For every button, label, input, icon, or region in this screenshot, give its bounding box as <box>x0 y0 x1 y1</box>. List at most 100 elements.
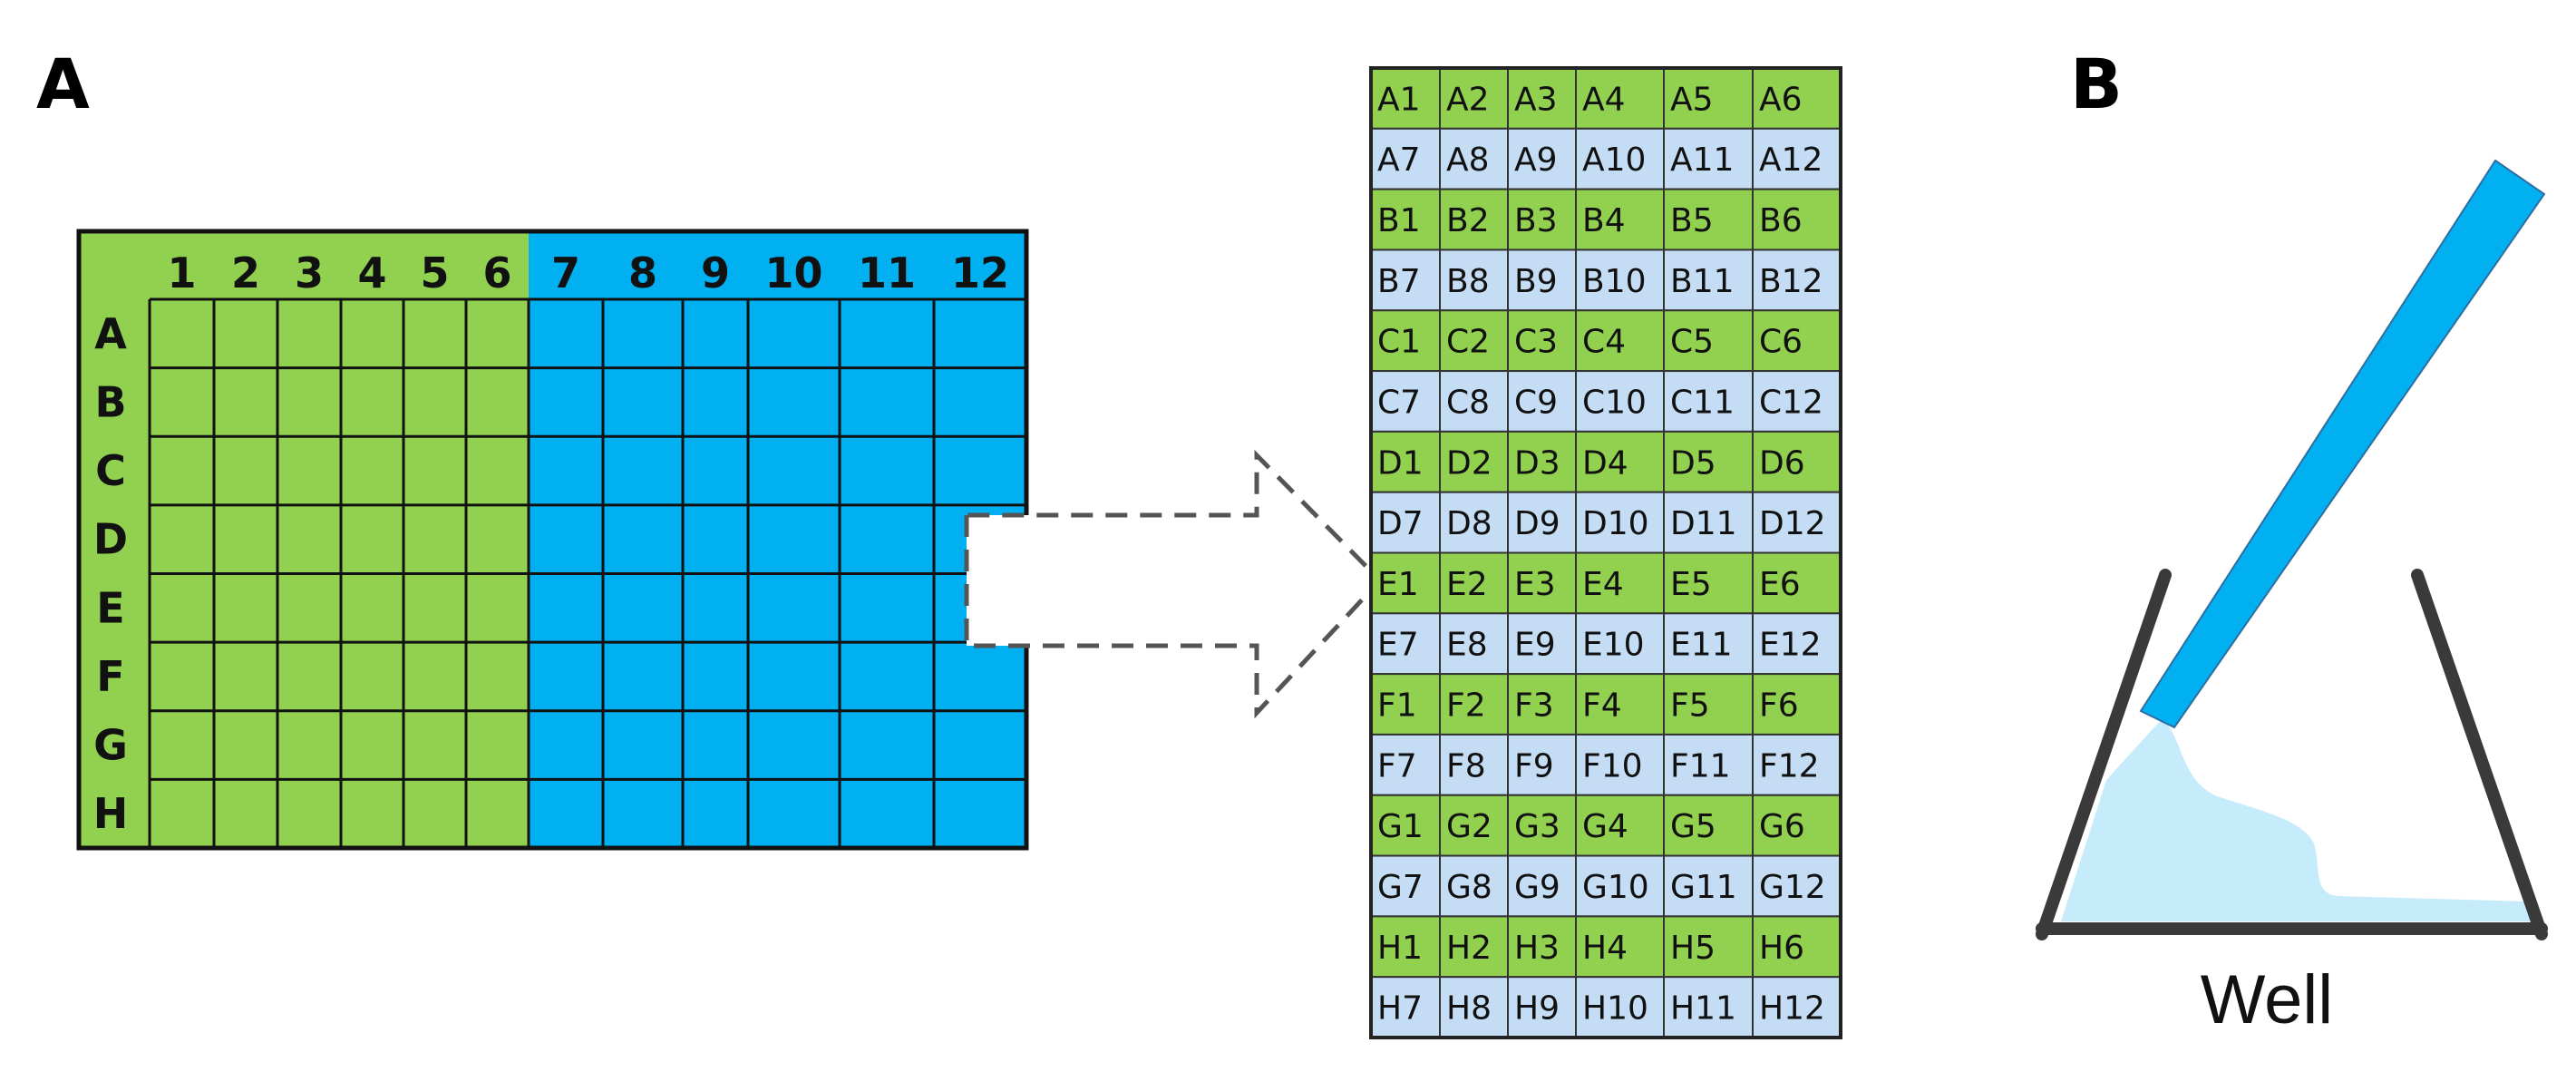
plate-column-label: 8 <box>628 249 657 297</box>
well-map-label: A3 <box>1514 81 1558 118</box>
well-map-cell <box>1575 430 1665 493</box>
plate-column-label: 4 <box>357 249 386 297</box>
plate-row-label: C <box>95 446 126 495</box>
well-map-label: H8 <box>1446 990 1492 1028</box>
plate-row-label: A <box>94 309 127 358</box>
well-map-label: E11 <box>1670 627 1733 664</box>
well-map-cell <box>1752 915 1842 979</box>
well-map-cell <box>1575 370 1665 433</box>
well-map-cell <box>1663 249 1754 312</box>
well-map-label: A2 <box>1446 81 1490 118</box>
well-map-label: B3 <box>1514 202 1558 239</box>
well-map-label: A7 <box>1377 141 1421 179</box>
well-map-label: C6 <box>1759 324 1803 361</box>
plate-row-label: F <box>96 652 124 701</box>
well-map-label: F7 <box>1377 747 1417 785</box>
well-map-cell <box>1507 854 1577 918</box>
well-map-cell <box>1752 127 1842 190</box>
well-map-label: D7 <box>1377 505 1424 542</box>
well-map-cell <box>1439 976 1509 1038</box>
plate-row-label: D <box>93 515 128 564</box>
well-map-label: G8 <box>1446 869 1492 906</box>
plate-column-label: 11 <box>858 249 916 297</box>
well-map-label: D9 <box>1514 505 1560 542</box>
well-map-label: E1 <box>1377 566 1419 603</box>
well-map-label: E12 <box>1759 627 1822 664</box>
well-map-label: H7 <box>1377 990 1423 1028</box>
well-map-label: F10 <box>1582 747 1643 785</box>
well-map-label: D8 <box>1446 505 1492 542</box>
plate-row-label: E <box>96 583 124 632</box>
well-map-label: G7 <box>1377 869 1424 906</box>
well-map-label: F4 <box>1582 687 1622 725</box>
well-map-cell <box>1575 551 1665 615</box>
well-map-label: G4 <box>1582 808 1628 845</box>
well-map-label: C7 <box>1377 384 1421 421</box>
well-map-cell <box>1752 491 1842 554</box>
well-map-cell <box>1752 854 1842 918</box>
well-map-label: B12 <box>1759 263 1823 300</box>
well-map-label: D2 <box>1446 444 1492 482</box>
well-label: Well <box>2201 961 2333 1038</box>
well-map-label: G3 <box>1514 808 1560 845</box>
well-map-cell <box>1663 127 1754 190</box>
well-map-cell <box>1370 188 1441 251</box>
well-map-cell <box>1752 794 1842 857</box>
well-map-label: E9 <box>1514 627 1556 664</box>
well-map-label: G10 <box>1582 869 1649 906</box>
well-wall-right <box>2411 569 2548 940</box>
panel-label-a: A <box>36 44 90 124</box>
plate-row-label: G <box>93 721 128 770</box>
well-map-cell <box>1370 491 1441 554</box>
plate-green-half <box>79 231 529 848</box>
well-map-label: B1 <box>1377 202 1421 239</box>
well-diagram: Well <box>2036 159 2548 1038</box>
plate-column-label: 1 <box>167 249 196 297</box>
well-map-label: A11 <box>1670 141 1734 179</box>
well-map-cell <box>1752 430 1842 493</box>
well-map-label: A8 <box>1446 141 1490 179</box>
well-map-label: C11 <box>1670 384 1735 421</box>
well-map-label: B4 <box>1582 202 1626 239</box>
well-map-label: A12 <box>1759 141 1823 179</box>
well-map-label: F12 <box>1759 747 1820 785</box>
well-map-outline <box>1369 66 1842 1039</box>
well-map-cell <box>1507 127 1577 190</box>
well-map-label: C2 <box>1446 324 1490 361</box>
well-map-label: G5 <box>1670 808 1716 845</box>
well-map-cell <box>1575 976 1665 1038</box>
panel-label-b: B <box>2070 44 2123 124</box>
well-map-cell <box>1507 309 1577 373</box>
well-map-cell <box>1575 733 1665 796</box>
well-map-cell <box>1439 612 1509 676</box>
well-map-cell <box>1439 430 1509 493</box>
well-map-label: E8 <box>1446 627 1488 664</box>
well-map-cell <box>1439 127 1509 190</box>
plate-column-label: 12 <box>951 249 1009 297</box>
well-map-cell <box>1575 127 1665 190</box>
well-map-label: C5 <box>1670 324 1714 361</box>
well-map-label: D12 <box>1759 505 1826 542</box>
well-map-cell <box>1439 733 1509 796</box>
well-map-cell <box>1663 430 1754 493</box>
well-map-label: F9 <box>1514 747 1554 785</box>
well-map-label: A10 <box>1582 141 1646 179</box>
well-map-label: C1 <box>1377 324 1421 361</box>
well-map-cell <box>1663 491 1754 554</box>
well-map-label: D6 <box>1759 444 1805 482</box>
well-map-cell <box>1439 249 1509 312</box>
well-map-label: A4 <box>1582 81 1626 118</box>
plate-column-label: 2 <box>231 249 260 297</box>
well-map-cell <box>1370 430 1441 493</box>
well-map-cell <box>1370 976 1441 1038</box>
plate-column-label: 3 <box>295 249 324 297</box>
liquid <box>2061 718 2532 921</box>
well-map-cell <box>1439 854 1509 918</box>
well-map-cell <box>1752 673 1842 736</box>
plate-column-label: 7 <box>551 249 580 297</box>
well-map-label: D1 <box>1377 444 1424 482</box>
well-map-label: G9 <box>1514 869 1560 906</box>
well-map-label: D11 <box>1670 505 1737 542</box>
